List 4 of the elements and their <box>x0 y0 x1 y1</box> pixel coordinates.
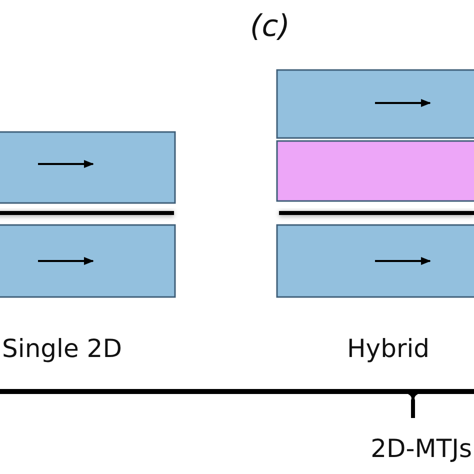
category-label: 2D-MTJs <box>370 436 472 461</box>
device-label: Hybrid <box>347 336 430 361</box>
panel-title: (c) <box>250 12 290 42</box>
device-label: Single 2D <box>2 336 122 361</box>
